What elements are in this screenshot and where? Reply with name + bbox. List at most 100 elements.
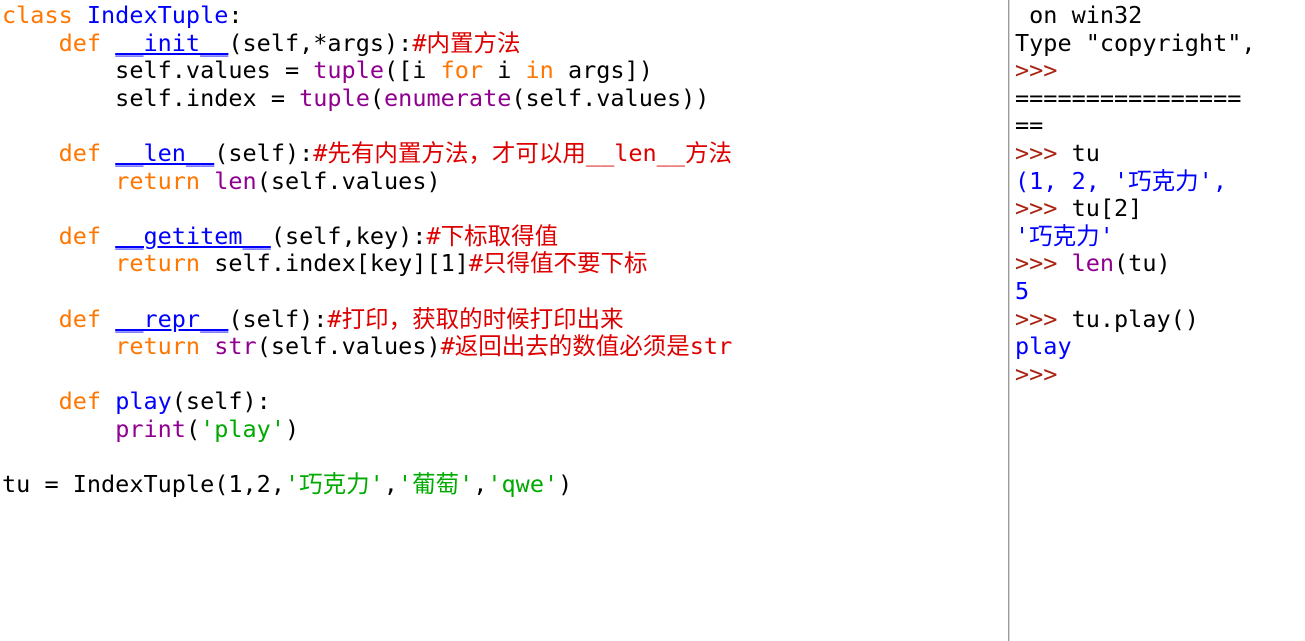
code-line[interactable]: def __getitem__(self,key):#下标取得值 (2, 221, 1007, 251)
code-line[interactable] (2, 278, 1007, 306)
code-token-com: #打印，获取的时候打印出来 (327, 304, 624, 333)
code-token-plain: self.index = (2, 83, 300, 112)
shell-line[interactable]: >>> len(tu) (1015, 250, 1256, 278)
code-token-plain (2, 167, 115, 195)
shell-token-plain: tu[2] (1071, 194, 1143, 223)
shell-token-prompt: >>> (1015, 138, 1072, 167)
code-token-plain: (self.values) (256, 166, 441, 195)
code-text-area[interactable]: class IndexTuple: def __init__(self,*arg… (2, 1, 1007, 499)
code-line[interactable] (2, 195, 1007, 223)
code-token-plain (2, 139, 59, 167)
code-token-com: #先有内置方法，才可以用__len__方法 (313, 138, 732, 167)
pane-divider[interactable] (1007, 0, 1011, 641)
code-token-plain: i (497, 56, 526, 85)
shell-line[interactable]: (1, 2, '巧克力', (1015, 166, 1256, 196)
code-token-str: 'qwe' (487, 470, 559, 499)
code-token-plain: , (473, 470, 488, 499)
code-line[interactable]: def __init__(self,*args):#内置方法 (2, 28, 1007, 58)
code-token-def: play (115, 387, 172, 416)
code-token-plain: (self.values) (256, 332, 441, 361)
code-token-builtin: print (115, 414, 186, 443)
code-token-kw: for (440, 56, 498, 85)
shell-token-sep: ================ (1015, 83, 1242, 112)
code-line[interactable]: return self.index[key][1]#只得值不要下标 (2, 250, 1007, 278)
code-token-plain: ) (284, 414, 300, 443)
code-token-plain (2, 305, 59, 333)
code-line[interactable] (2, 444, 1007, 472)
shell-token-plain: tu.play() (1071, 304, 1199, 333)
code-token-builtin: tuple (299, 83, 370, 112)
shell-token-out: (1, 2, '巧克力', (1015, 166, 1227, 195)
code-token-dunder: __repr__ (115, 304, 229, 333)
shell-line[interactable]: play (1015, 332, 1256, 361)
code-token-kw: def (58, 138, 116, 167)
code-token-builtin: tuple (313, 56, 385, 85)
code-token-dunder: __init__ (115, 28, 229, 57)
code-token-kw: def (58, 304, 116, 333)
shell-line[interactable]: >>> tu (1015, 138, 1256, 168)
code-token-plain: (self,key): (270, 221, 427, 250)
code-line[interactable]: print('play') (2, 414, 1007, 444)
code-token-plain: (self.values)) (511, 83, 710, 112)
shell-token-plain: Type "copyright", (1015, 28, 1256, 57)
code-token-builtin: str (214, 332, 257, 361)
code-line[interactable]: self.values = tuple([i for i in args]) (2, 56, 1007, 85)
code-line[interactable]: def __len__(self):#先有内置方法，才可以用__len__方法 (2, 138, 1007, 168)
code-token-plain: self.index[key][1] (214, 249, 469, 278)
shell-line[interactable]: >>> (1015, 56, 1256, 85)
code-token-plain: (self): (228, 304, 328, 333)
code-token-kw: def (58, 28, 116, 57)
shell-token-builtin: len (1071, 249, 1115, 278)
code-token-builtin: enumerate (384, 83, 512, 112)
code-token-plain: ([i (384, 56, 441, 85)
code-token-plain: (self): (171, 387, 271, 416)
code-token-plain: , (383, 470, 398, 499)
code-line[interactable] (2, 112, 1007, 140)
code-token-com: #返回出去的数值必须是str (440, 332, 733, 361)
code-token-plain: (self,*args): (228, 28, 413, 57)
code-token-kw: def (58, 387, 116, 416)
shell-line[interactable]: >>> tu.play() (1015, 304, 1256, 334)
code-line[interactable]: def play(self): (2, 388, 1007, 416)
shell-token-out: 5 (1015, 276, 1030, 305)
shell-token-plain: (tu) (1114, 249, 1171, 278)
code-line[interactable]: class IndexTuple: (2, 1, 1007, 30)
shell-line[interactable]: Type "copyright", (1015, 28, 1256, 58)
code-token-plain (2, 29, 59, 57)
code-token-def: IndexTuple (86, 1, 229, 29)
code-token-plain: self.values = (2, 56, 314, 85)
code-token-plain (2, 222, 59, 250)
code-editor-pane[interactable]: class IndexTuple: def __init__(self,*arg… (0, 0, 1007, 641)
shell-line[interactable]: 5 (1015, 276, 1256, 306)
code-token-str: 'play' (200, 414, 285, 443)
code-line[interactable]: self.index = tuple(enumerate(self.values… (2, 83, 1007, 113)
code-line[interactable]: return str(self.values)#返回出去的数值必须是str (2, 332, 1007, 361)
code-token-kw: return (115, 166, 215, 195)
shell-line[interactable]: on win32 (1015, 1, 1256, 30)
code-line[interactable]: return len(self.values) (2, 166, 1007, 196)
code-token-plain: ) (558, 470, 573, 499)
code-token-plain: tu = IndexTuple(1,2, (2, 470, 285, 499)
code-line[interactable] (2, 361, 1007, 389)
shell-token-prompt: >>> (1015, 249, 1072, 278)
code-token-builtin: len (214, 166, 257, 195)
code-token-kw: def (58, 221, 116, 250)
code-line[interactable]: tu = IndexTuple(1,2,'巧克力','葡萄','qwe') (2, 470, 1007, 499)
code-token-kw: in (525, 56, 568, 85)
code-token-plain: ( (185, 414, 201, 443)
shell-token-prompt: >>> (1015, 56, 1058, 85)
code-token-str: '巧克力' (284, 470, 384, 499)
code-token-plain: ( (369, 83, 385, 112)
shell-token-out: '巧克力' (1015, 221, 1114, 250)
shell-token-sep: == (1015, 111, 1044, 140)
shell-line[interactable]: ================ (1015, 83, 1256, 113)
shell-line[interactable]: == (1015, 112, 1256, 140)
shell-line[interactable]: >>> (1015, 360, 1256, 389)
shell-line[interactable]: '巧克力' (1015, 221, 1256, 251)
code-token-plain: (self): (214, 138, 314, 167)
code-line[interactable]: def __repr__(self):#打印，获取的时候打印出来 (2, 304, 1007, 334)
shell-line[interactable]: >>> tu[2] (1015, 194, 1256, 223)
code-token-str: '葡萄' (397, 470, 474, 499)
